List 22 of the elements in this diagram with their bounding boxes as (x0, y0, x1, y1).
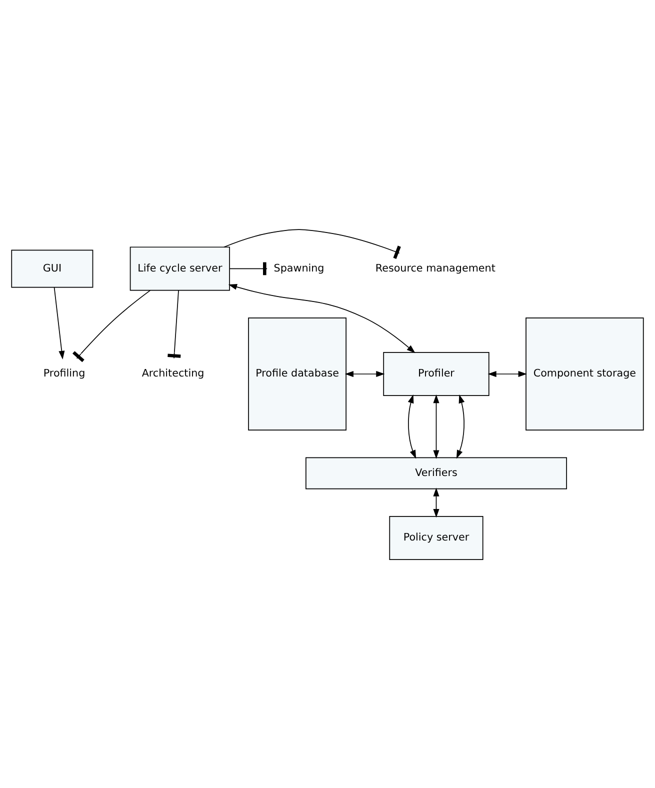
node-text: Resource management (375, 262, 496, 274)
node-box: Verifiers (306, 456, 567, 489)
arrow (488, 370, 527, 377)
arrow (408, 394, 416, 458)
arrow (54, 286, 65, 360)
node-text: Profiling (43, 367, 86, 380)
node-box: Profile database (248, 316, 346, 430)
arrow (433, 394, 440, 458)
node-text: Spawning (274, 262, 324, 274)
arrow (344, 370, 385, 377)
node-box: Life cycle server (130, 246, 230, 290)
connector (72, 290, 151, 362)
connector (223, 228, 401, 258)
arrow (228, 283, 416, 353)
arrow (456, 394, 465, 458)
node-text: Architecting (142, 367, 204, 380)
node-box: Profiler (383, 351, 490, 396)
node-box: Policy server (389, 515, 484, 560)
node-box: Component storage (526, 316, 644, 430)
node-box: GUI (11, 249, 94, 288)
arrow (433, 487, 440, 518)
connector (168, 290, 181, 358)
